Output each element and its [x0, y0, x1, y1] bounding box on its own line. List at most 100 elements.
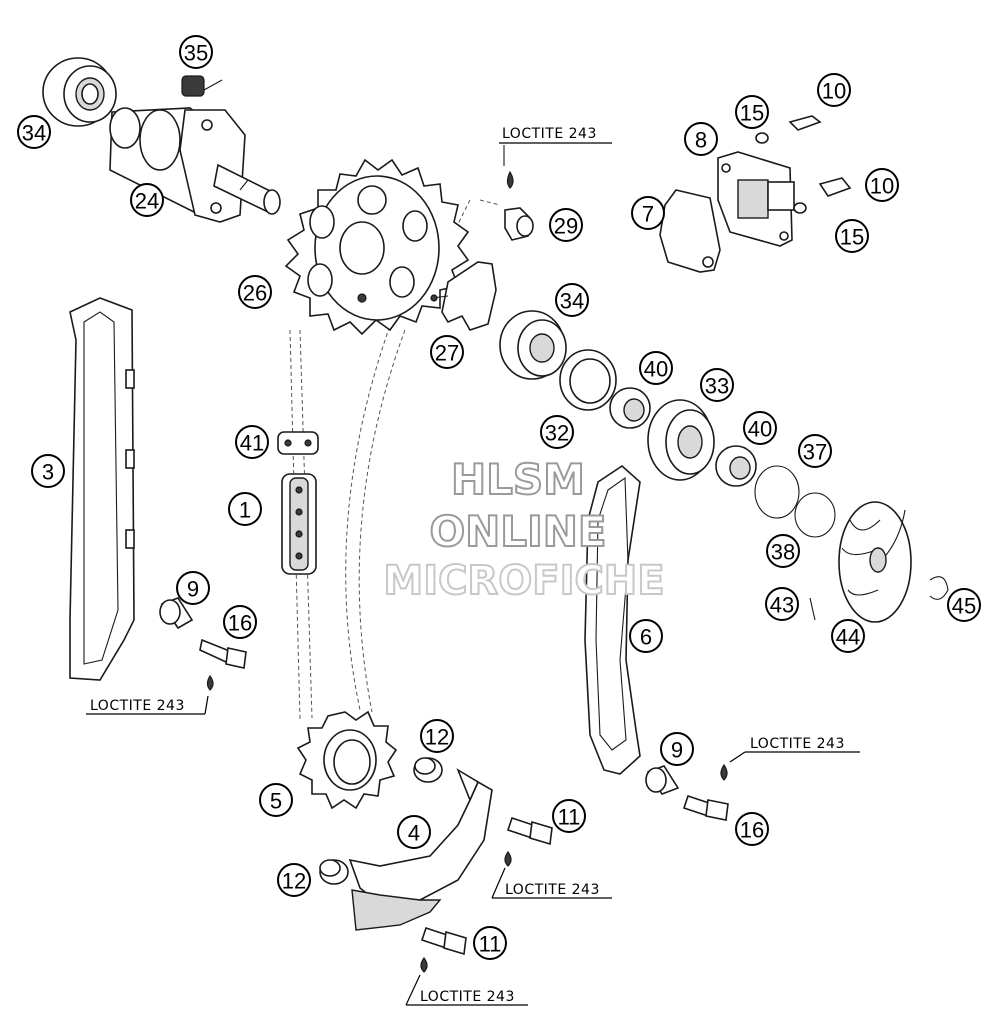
callout-number: 29 [554, 214, 578, 239]
callout-circle [765, 587, 799, 621]
callout-4: 4 [397, 815, 431, 849]
callout-number: 11 [479, 932, 502, 957]
callout-circle [179, 35, 213, 69]
callout-circle [660, 732, 694, 766]
callout-8: 8 [684, 122, 718, 156]
callout-number: 40 [644, 357, 668, 382]
callout-12: 12 [277, 863, 311, 897]
watermark-line-3: MICROFICHE [383, 558, 664, 604]
callout-24: 24 [130, 183, 164, 217]
callout-43: 43 [765, 587, 799, 621]
callout-circle [552, 799, 586, 833]
tensioner-rail [69, 297, 135, 681]
callout-number: 45 [952, 594, 976, 619]
watermark: HLSM ONLINE MICROFICHE [382, 454, 665, 605]
crankshaft-sprocket [296, 710, 398, 810]
callout-circle [473, 926, 507, 960]
callout-number: 35 [184, 41, 208, 66]
callout-29: 29 [549, 208, 583, 242]
callout-41: 41 [235, 425, 269, 459]
callout-circle [835, 219, 869, 253]
callout-33: 33 [700, 368, 734, 402]
callout-circle [228, 492, 262, 526]
callout-number: 5 [270, 789, 282, 814]
bolt-11-lower [420, 926, 467, 973]
pulley-33 [647, 399, 715, 481]
callout-number: 10 [822, 79, 846, 104]
callout-circle [223, 605, 257, 639]
callout-circle [420, 719, 454, 753]
callout-7: 7 [631, 196, 665, 230]
callout-9: 9 [660, 732, 694, 766]
callout-15: 15 [835, 219, 869, 253]
bushing-and-bolt-right [645, 763, 729, 821]
bearing-40-b [715, 445, 757, 487]
callout-circle [31, 454, 65, 488]
callout-number: 41 [240, 431, 264, 456]
callout-circle [631, 196, 665, 230]
callout-38: 38 [766, 534, 800, 568]
callout-number: 24 [135, 189, 159, 214]
callout-34: 34 [555, 283, 589, 317]
shim-32 [559, 349, 617, 411]
note-text: LOCTITE 243 [90, 698, 185, 714]
callout-37: 37 [798, 434, 832, 468]
bearing-middle [499, 310, 567, 380]
callout-35: 35 [179, 35, 213, 69]
callout-number: 15 [840, 225, 864, 250]
callout-number: 34 [22, 121, 46, 146]
callout-40: 40 [639, 351, 673, 385]
callout-number: 7 [642, 202, 654, 227]
callout-40: 40 [743, 411, 777, 445]
callout-number: 43 [770, 593, 794, 618]
callout-number: 26 [243, 281, 267, 306]
callout-16: 16 [735, 812, 769, 846]
note-text: LOCTITE 243 [502, 126, 597, 142]
callout-circle [817, 73, 851, 107]
chain-guide-lower [348, 768, 493, 931]
bolt-29 [503, 145, 534, 241]
callout-6: 6 [629, 619, 663, 653]
callout-12: 12 [420, 719, 454, 753]
callout-11: 11 [552, 799, 586, 833]
camshaft-sprocket [284, 158, 470, 336]
callout-11: 11 [473, 926, 507, 960]
callout-circle [430, 335, 464, 369]
note-loctite-bottom: LOCTITE 243 [405, 974, 528, 1006]
callout-circle [735, 95, 769, 129]
note-text: LOCTITE 243 [505, 882, 600, 898]
bushing-and-bolt-left [159, 597, 247, 691]
callout-3: 3 [31, 454, 65, 488]
callout-circle [277, 863, 311, 897]
callout-number: 27 [435, 341, 459, 366]
callout-number: 34 [560, 289, 584, 314]
callout-circle [259, 783, 293, 817]
callout-45: 45 [947, 588, 981, 622]
callout-26: 26 [238, 275, 272, 309]
bushing-12-bottom [319, 859, 349, 885]
callout-32: 32 [540, 415, 574, 449]
callout-number: 15 [740, 101, 764, 126]
callout-circle [743, 411, 777, 445]
callout-10: 10 [817, 73, 851, 107]
callout-layer: 3534242627293440334032373810158710153411… [17, 35, 981, 960]
timing-chain-path [289, 199, 501, 721]
callout-circle [555, 283, 589, 317]
callout-circle [865, 168, 899, 202]
callout-circle [639, 351, 673, 385]
callout-34: 34 [17, 115, 51, 149]
callout-circle [629, 619, 663, 653]
guide-rail-right [584, 464, 641, 775]
callout-circle [549, 208, 583, 242]
water-pump-impeller [809, 501, 949, 623]
bearing-40-a [609, 387, 651, 429]
callout-circle [700, 368, 734, 402]
note-loctite-right: LOCTITE 243 [729, 736, 860, 763]
timing-chain-links [277, 431, 319, 575]
callout-number: 12 [425, 725, 449, 750]
callout-number: 9 [671, 738, 683, 763]
callout-number: 8 [695, 128, 707, 153]
callout-circle [397, 815, 431, 849]
callout-number: 16 [740, 818, 764, 843]
callout-1: 1 [228, 492, 262, 526]
